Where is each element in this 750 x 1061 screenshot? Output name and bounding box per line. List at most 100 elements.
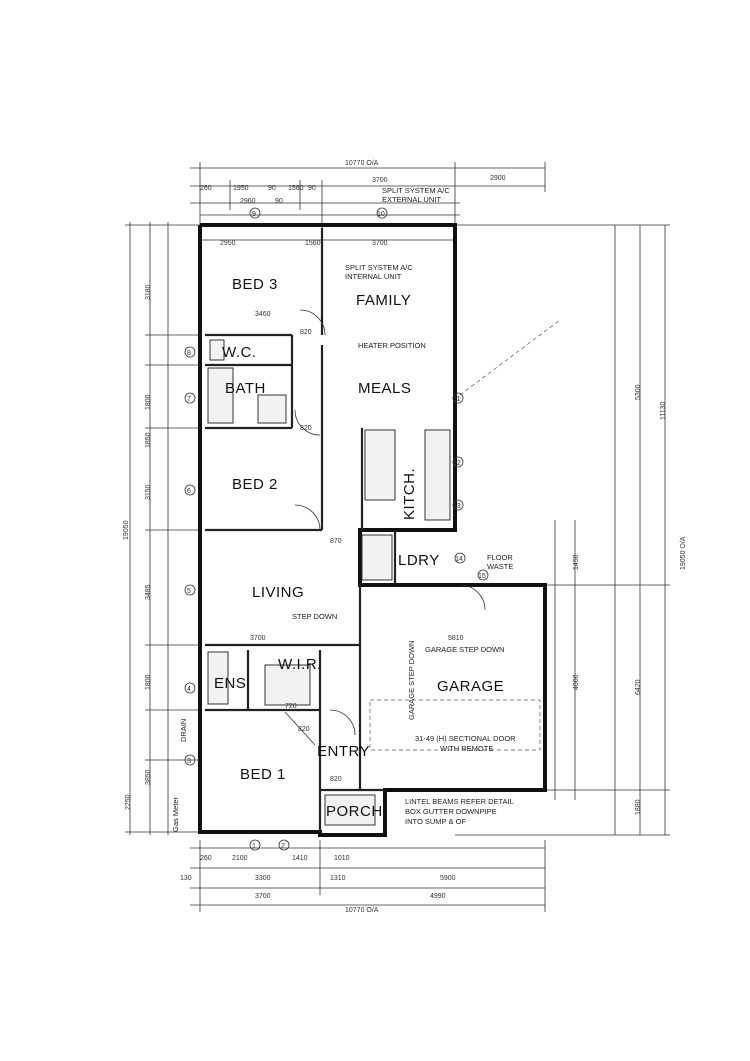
marker-12: 12 bbox=[453, 460, 461, 467]
shower bbox=[257, 394, 287, 424]
dim-left-11: 1800 bbox=[145, 674, 152, 690]
dim-room-3: 820 bbox=[300, 425, 312, 432]
dim-right-8: 1880 bbox=[635, 799, 642, 815]
grid-markers: 8 7 6 5 4 3 9 10 11 12 13 14 15 1 2 bbox=[184, 207, 489, 851]
dim-room-10: 820 bbox=[330, 776, 342, 783]
note-floor-waste-2: WASTE bbox=[487, 562, 513, 571]
kitchen-bench bbox=[364, 429, 396, 501]
room-bed3: BED 3 bbox=[232, 276, 278, 293]
dim-bot-1: 260 bbox=[200, 855, 212, 862]
room-kitch: KITCH. bbox=[401, 468, 418, 520]
dim-left-1: 3180 bbox=[145, 284, 152, 300]
room-wir: W.I.R. bbox=[278, 656, 322, 673]
marker-3: 3 bbox=[187, 758, 191, 765]
door-swing-bath bbox=[294, 409, 321, 436]
dim-inner-2: 1560 bbox=[305, 240, 321, 247]
dim-left-9: 3485 bbox=[145, 584, 152, 600]
dim-bot-4: 1410 bbox=[292, 855, 308, 862]
construction-line bbox=[459, 319, 561, 396]
ensuite-vanity bbox=[207, 651, 229, 705]
note-ac-external-2: EXTERNAL UNIT bbox=[382, 195, 441, 204]
note-floor-waste-1: FLOOR bbox=[487, 553, 513, 562]
room-bath: BATH bbox=[225, 380, 266, 397]
laundry-tub bbox=[361, 534, 393, 581]
door-swing-garage bbox=[459, 584, 486, 611]
dim-bot3-2: 4990 bbox=[430, 893, 446, 900]
dim-bot2-5: 1310 bbox=[330, 875, 346, 882]
dim-overall-bottom: 10770 O/A bbox=[345, 907, 379, 914]
note-beam-1: LINTEL BEAMS REFER DETAIL bbox=[405, 797, 514, 806]
dim-bot-6: 1010 bbox=[334, 855, 350, 862]
door-swing-bed2 bbox=[294, 504, 321, 531]
fixtures bbox=[207, 309, 541, 826]
dim-room-2: 820 bbox=[300, 329, 312, 336]
marker-4: 4 bbox=[187, 686, 191, 693]
dim-right-5: 4000 bbox=[573, 674, 580, 690]
dim-room-11: 720 bbox=[285, 703, 297, 710]
right-dimension-lines bbox=[455, 224, 670, 836]
note-ac-internal-1: SPLIT SYSTEM A/C bbox=[345, 263, 413, 272]
bathtub bbox=[207, 367, 234, 424]
dim-top2-1: 2960 bbox=[240, 198, 256, 205]
dim-left-13: 3850 bbox=[145, 769, 152, 785]
marker-10: 10 bbox=[377, 211, 385, 218]
note-heater: HEATER POSITION bbox=[358, 341, 426, 350]
marker-8: 8 bbox=[187, 350, 191, 357]
top-dimension-lines bbox=[190, 162, 546, 245]
room-meals: MEALS bbox=[358, 380, 411, 397]
note-garage-step-down-vertical: GARAGE STEP DOWN bbox=[407, 641, 416, 720]
marker-15: 15 bbox=[478, 573, 486, 580]
dim-inner-3: 3700 bbox=[372, 240, 388, 247]
bottom-dimension-lines bbox=[190, 840, 546, 912]
dim-bot3-1: 3700 bbox=[255, 893, 271, 900]
room-ldry: LDRY bbox=[398, 552, 440, 569]
dim-room-8: 5810 bbox=[448, 635, 464, 642]
dim-room-9: 820 bbox=[298, 726, 310, 733]
marker-11: 11 bbox=[453, 396, 460, 403]
marker-1: 1 bbox=[252, 843, 256, 850]
dim-top-1: 260 bbox=[200, 185, 212, 192]
note-gas-meter: Gas Meter bbox=[171, 796, 180, 832]
dim-top-5: 90 bbox=[308, 185, 316, 192]
room-wc: W.C. bbox=[222, 344, 257, 361]
marker-7: 7 bbox=[187, 396, 191, 403]
room-bed1: BED 1 bbox=[240, 766, 286, 783]
note-step-down-living: STEP DOWN bbox=[292, 612, 337, 621]
dim-room-1: 3460 bbox=[255, 311, 271, 318]
dim-depth-left: 19050 bbox=[123, 520, 130, 540]
kitchen-pantry bbox=[424, 429, 451, 521]
dim-top-2: 1950 bbox=[233, 185, 249, 192]
room-garage: GARAGE bbox=[437, 678, 504, 695]
dim-room-4: 870 bbox=[330, 538, 342, 545]
dim-bot-2: 2100 bbox=[232, 855, 248, 862]
dim-left-7: 3150 bbox=[145, 484, 152, 500]
door-swing-entry bbox=[329, 709, 356, 736]
dim-top-3: 90 bbox=[268, 185, 276, 192]
interior-walls bbox=[205, 228, 397, 832]
note-door-1: 31-49 (H) SECTIONAL DOOR bbox=[415, 734, 516, 743]
note-beam-3: INTO SUMP & OF bbox=[405, 817, 466, 826]
room-ens: ENS bbox=[214, 675, 246, 692]
dim-bot2-3: 3300 bbox=[255, 875, 271, 882]
porch-step bbox=[324, 794, 376, 826]
dim-inner-1: 2950 bbox=[220, 240, 236, 247]
dim-overall-top: 10770 O/A bbox=[345, 160, 379, 167]
note-ac-internal-2: INTERNAL UNIT bbox=[345, 272, 402, 281]
wir-shelving bbox=[264, 664, 311, 706]
dim-room-5: 3700 bbox=[250, 635, 266, 642]
room-living: LIVING bbox=[252, 584, 304, 601]
marker-2: 2 bbox=[281, 843, 285, 850]
dim-right-3: 1450 bbox=[573, 554, 580, 570]
left-dimension-lines bbox=[125, 222, 200, 835]
marker-14: 14 bbox=[455, 556, 463, 563]
dim-left-14: 2250 bbox=[125, 794, 132, 810]
dim-left-3: 1800 bbox=[145, 394, 152, 410]
marker-13: 13 bbox=[453, 503, 461, 510]
dim-bot2-6: 5900 bbox=[440, 875, 456, 882]
marker-6: 6 bbox=[187, 488, 191, 495]
garage-door-outline bbox=[369, 699, 541, 751]
room-bed2: BED 2 bbox=[232, 476, 278, 493]
marker-5: 5 bbox=[187, 588, 191, 595]
dim-top2-2: 90 bbox=[275, 198, 283, 205]
